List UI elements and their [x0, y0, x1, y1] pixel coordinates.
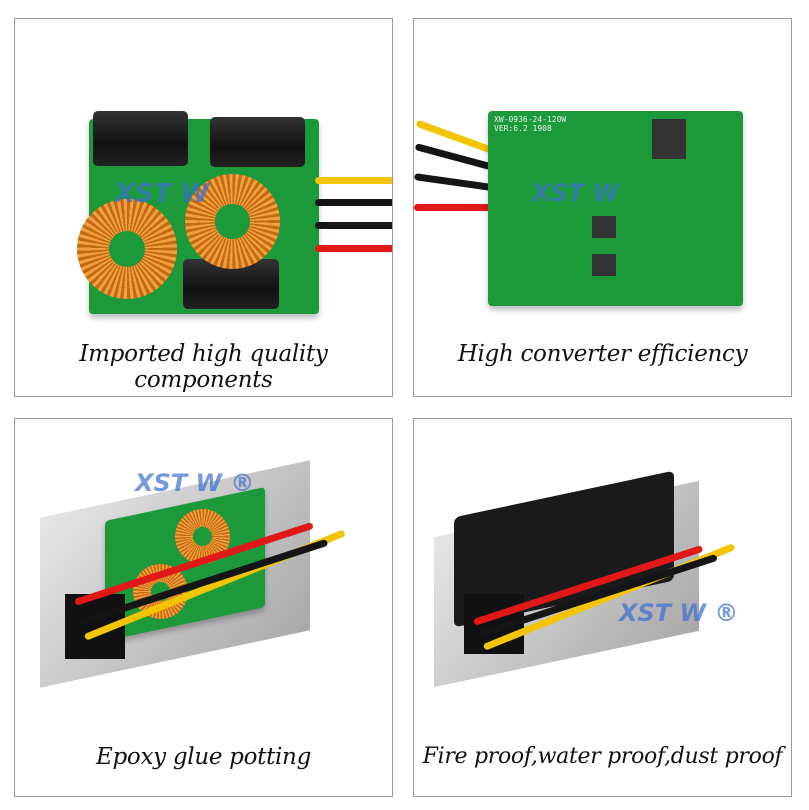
watermark-logo: XST W ®	[619, 599, 739, 627]
board-label: XW-0936-24-120W VER:6.2 1908	[494, 115, 567, 133]
watermark-logo: XST W	[532, 179, 619, 207]
panel-components: XST W Imported high quality components	[14, 18, 393, 397]
panel-proof: XST W ® Fire proof,water proof,dust proo…	[413, 418, 792, 797]
panel-efficiency: XW-0936-24-120W VER:6.2 1908 XST W High …	[413, 18, 792, 397]
watermark-logo: XST W ®	[135, 469, 255, 497]
watermark-logo: XST W	[115, 179, 210, 209]
caption: Epoxy glue potting	[96, 744, 311, 770]
panel-potting: XST W ® Epoxy glue potting	[14, 418, 393, 797]
caption: Fire proof,water proof,dust proof	[422, 744, 783, 769]
caption: High converter efficiency	[457, 341, 748, 367]
caption: Imported high quality components	[79, 341, 328, 393]
